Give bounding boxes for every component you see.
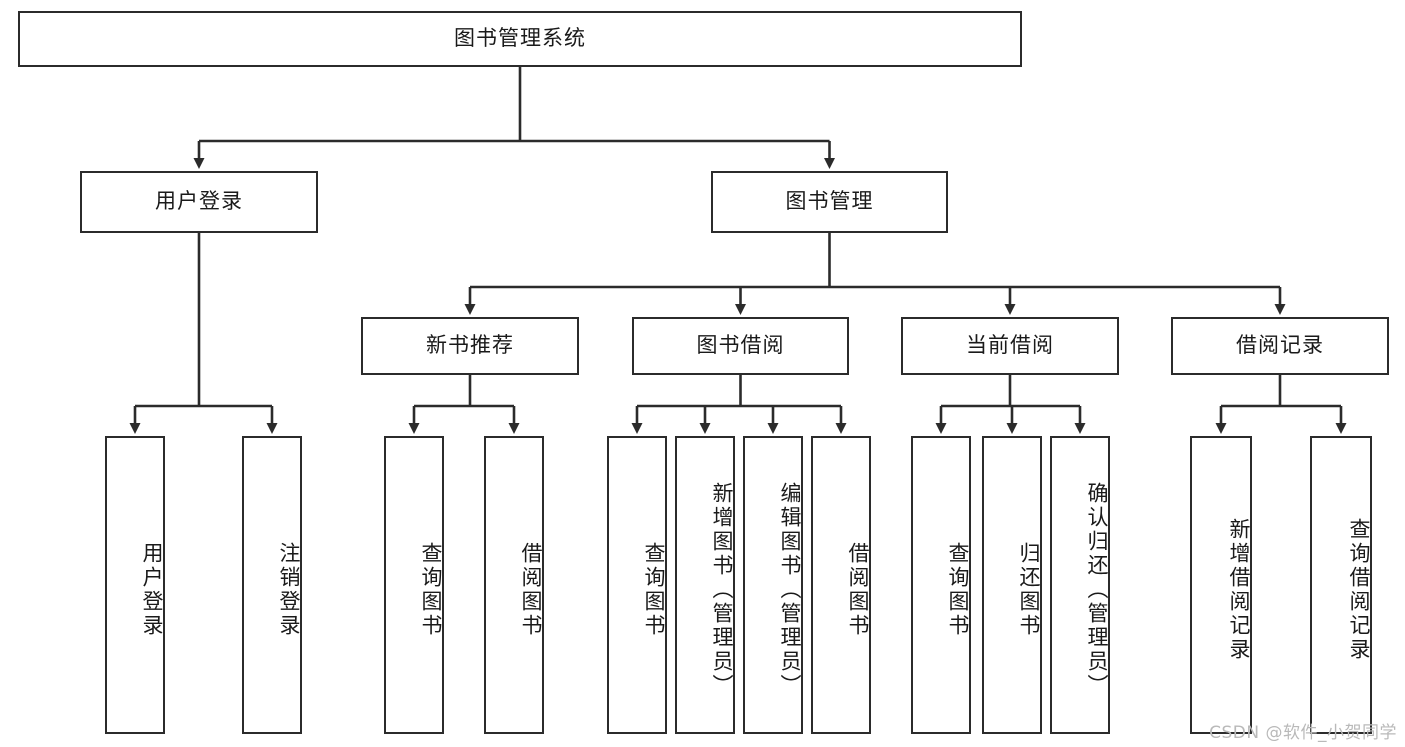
node-label: 新书推荐	[426, 333, 514, 358]
node-leaf-borrow-book-1[interactable]: 借阅图书	[484, 436, 544, 734]
node-leaf-edit-book[interactable]: 编辑图书（管理员）	[743, 436, 803, 734]
node-leaf-query-book-2[interactable]: 查询图书	[607, 436, 667, 734]
node-leaf-borrow-book-2[interactable]: 借阅图书	[811, 436, 871, 734]
node-label: 借阅图书	[519, 542, 543, 638]
node-label: 归还图书	[1017, 542, 1041, 638]
node-label: 当前借阅	[966, 333, 1054, 358]
node-label: 借阅记录	[1236, 333, 1324, 358]
node-leaf-user-logout[interactable]: 注销登录	[242, 436, 302, 734]
node-label: 新增图书（管理员）	[710, 482, 734, 698]
node-label: 图书管理系统	[454, 26, 586, 51]
node-leaf-return-book[interactable]: 归还图书	[982, 436, 1042, 734]
node-leaf-confirm-return[interactable]: 确认归还（管理员）	[1050, 436, 1110, 734]
node-label: 查询图书	[946, 542, 970, 638]
node-leaf-query-book-3[interactable]: 查询图书	[911, 436, 971, 734]
node-label: 图书管理	[785, 189, 874, 214]
node-label: 新增借阅记录	[1227, 518, 1251, 662]
node-label: 借阅图书	[846, 542, 870, 638]
node-label: 查询图书	[419, 542, 443, 638]
node-label: 图书借阅	[696, 333, 785, 358]
node-label: 查询图书	[642, 542, 666, 638]
node-leaf-query-book-1[interactable]: 查询图书	[384, 436, 444, 734]
node-current-borrow[interactable]: 当前借阅	[901, 317, 1119, 375]
node-leaf-add-book[interactable]: 新增图书（管理员）	[675, 436, 735, 734]
node-book-manage[interactable]: 图书管理	[711, 171, 948, 233]
watermark: CSDN @软件_小贺同学	[1209, 723, 1397, 743]
node-label: 注销登录	[277, 542, 301, 638]
node-label: 用户登录	[155, 189, 243, 214]
node-book-borrow[interactable]: 图书借阅	[632, 317, 849, 375]
node-leaf-query-record[interactable]: 查询借阅记录	[1310, 436, 1372, 734]
node-label: 编辑图书（管理员）	[778, 482, 802, 698]
node-label: 查询借阅记录	[1347, 518, 1371, 662]
node-label: 用户登录	[140, 542, 164, 638]
node-borrow-record[interactable]: 借阅记录	[1171, 317, 1389, 375]
node-user-login[interactable]: 用户登录	[80, 171, 318, 233]
node-new-book-rec[interactable]: 新书推荐	[361, 317, 579, 375]
node-leaf-add-record[interactable]: 新增借阅记录	[1190, 436, 1252, 734]
node-label: 确认归还（管理员）	[1085, 482, 1109, 698]
node-leaf-user-login[interactable]: 用户登录	[105, 436, 165, 734]
node-root[interactable]: 图书管理系统	[18, 11, 1022, 67]
